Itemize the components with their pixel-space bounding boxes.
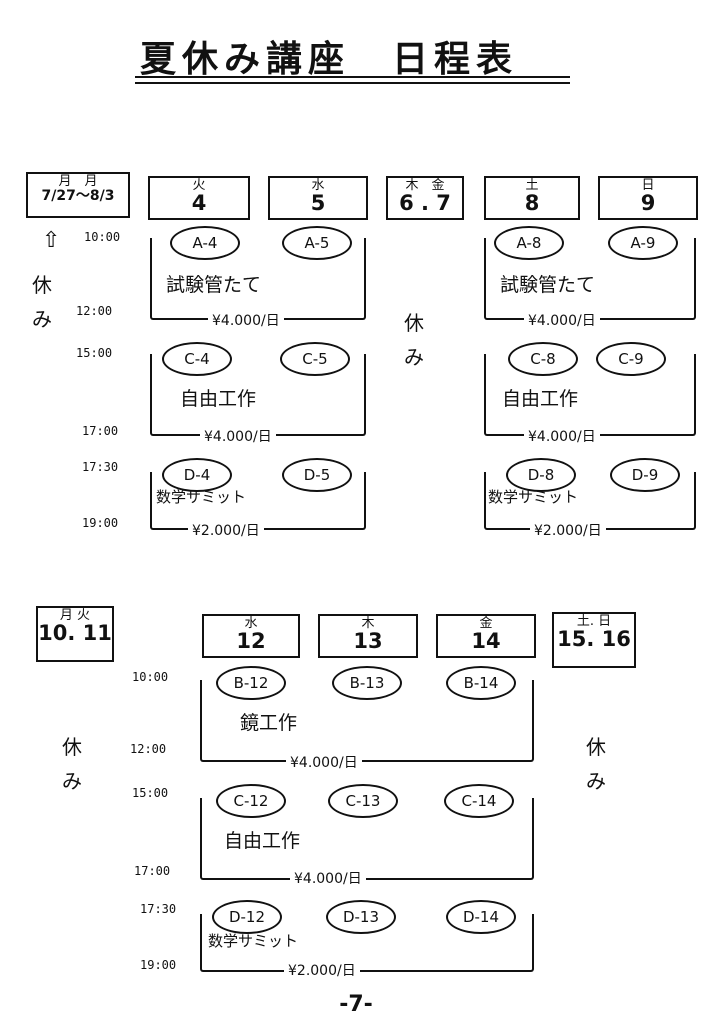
course-price: ¥4.000/日 (208, 310, 284, 330)
time-label: 10:00 (132, 670, 169, 684)
course-block-c (200, 798, 534, 880)
time-label: 17:30 (140, 902, 177, 916)
course-code-d-9: D-9 (610, 458, 680, 492)
day-label: 月 月 (58, 174, 98, 189)
day-label: 木 (361, 616, 375, 631)
day-number: 13 (353, 629, 383, 653)
title-underline-2 (135, 82, 570, 84)
day-header-wed-5: 水 5 (268, 176, 368, 220)
course-code-a-5: A-5 (282, 226, 352, 260)
time-label: 15:00 (132, 786, 169, 800)
course-price: ¥4.000/日 (286, 752, 362, 772)
day-header-tue-4: 火 4 (148, 176, 250, 220)
course-price: ¥4.000/日 (524, 310, 600, 330)
course-code-c-14: C-14 (444, 784, 514, 818)
course-name-free-craft: 自由工作 (180, 388, 257, 410)
time-label: 10:00 (84, 230, 121, 244)
course-code-d-5: D-5 (282, 458, 352, 492)
day-label: 水 (311, 178, 325, 193)
course-price: ¥2.000/日 (284, 960, 360, 980)
course-code-d-12: D-12 (212, 900, 282, 934)
course-code-c-5: C-5 (280, 342, 350, 376)
title-underline (135, 76, 570, 78)
course-code-a-4: A-4 (170, 226, 240, 260)
time-label: 19:00 (82, 516, 119, 530)
day-number: 6 . 7 (399, 191, 451, 215)
course-block-d (200, 914, 534, 972)
day-number: 15. 16 (557, 627, 631, 651)
course-name-math-summit: 数学サミット (488, 488, 579, 506)
course-price: ¥4.000/日 (200, 426, 276, 446)
rest-label-week2-right: 休み (586, 735, 606, 793)
course-price: ¥4.000/日 (524, 426, 600, 446)
course-code-d-13: D-13 (326, 900, 396, 934)
day-header-sat-8: 土 8 (484, 176, 580, 220)
time-label: 17:30 (82, 460, 119, 474)
day-number: 10. 11 (38, 621, 112, 645)
course-code-c-9: C-9 (596, 342, 666, 376)
day-number: 5 (310, 191, 326, 215)
course-code-a-8: A-8 (494, 226, 564, 260)
day-number: 12 (236, 629, 266, 653)
day-number: 14 (471, 629, 501, 653)
page-title: 夏休み講座 日程表 (140, 39, 519, 80)
course-price: ¥2.000/日 (530, 520, 606, 540)
day-label: 日 (641, 178, 655, 193)
day-header-thu-13: 木 13 (318, 614, 418, 658)
time-label: 19:00 (140, 958, 177, 972)
course-name-tube-stand: 試験管たて (500, 274, 596, 296)
day-label: 土. 日 (576, 614, 612, 629)
time-label: 17:00 (82, 424, 119, 438)
day-header-mon-tue: 月 火 10. 11 (36, 606, 114, 662)
day-number: 9 (640, 191, 656, 215)
day-label: 土 (525, 178, 539, 193)
course-name-mirror-craft: 鏡工作 (240, 712, 298, 734)
day-label: 水 (244, 616, 258, 631)
course-code-c-13: C-13 (328, 784, 398, 818)
time-label: 17:00 (134, 864, 171, 878)
course-code-b-13: B-13 (332, 666, 402, 700)
day-number: 4 (191, 191, 207, 215)
day-header-mon-range: 月 月 7/27〜8/3 (26, 172, 130, 218)
time-label: 15:00 (76, 346, 113, 360)
course-block-b (200, 680, 534, 762)
course-name-free-craft: 自由工作 (224, 830, 301, 852)
course-code-c-4: C-4 (162, 342, 232, 376)
course-code-a-9: A-9 (608, 226, 678, 260)
course-price: ¥2.000/日 (188, 520, 264, 540)
course-code-d-14: D-14 (446, 900, 516, 934)
course-code-c-12: C-12 (216, 784, 286, 818)
day-header-wed-12: 水 12 (202, 614, 300, 658)
up-arrow-icon: ⇧ (42, 228, 61, 253)
time-label: 12:00 (130, 742, 167, 756)
day-number: 7/27〜8/3 (41, 188, 115, 204)
course-name-free-craft: 自由工作 (502, 388, 579, 410)
day-label: 金 (479, 616, 493, 631)
course-code-d-4: D-4 (162, 458, 232, 492)
page-number: -7- (339, 992, 373, 1017)
day-label: 火 (192, 178, 206, 193)
day-label: 月 火 (59, 608, 91, 623)
time-label: 12:00 (76, 304, 113, 318)
course-code-d-8: D-8 (506, 458, 576, 492)
course-code-b-12: B-12 (216, 666, 286, 700)
course-name-math-summit: 数学サミット (208, 932, 299, 950)
rest-label-week1-mid: 休み (404, 311, 424, 369)
course-code-b-14: B-14 (446, 666, 516, 700)
course-price: ¥4.000/日 (290, 868, 366, 888)
day-header-fri-14: 金 14 (436, 614, 536, 658)
day-header-sat-sun: 土. 日 15. 16 (552, 612, 636, 668)
course-name-math-summit: 数学サミット (156, 488, 247, 506)
day-header-thu-fri: 木 金 6 . 7 (386, 176, 464, 220)
day-number: 8 (524, 191, 540, 215)
rest-label-week1-left: 休み (32, 273, 52, 331)
course-name-tube-stand: 試験管たて (166, 274, 262, 296)
course-code-c-8: C-8 (508, 342, 578, 376)
rest-label-week2-left: 休み (62, 735, 82, 793)
day-header-sun-9: 日 9 (598, 176, 698, 220)
day-label: 木 金 (405, 178, 445, 193)
